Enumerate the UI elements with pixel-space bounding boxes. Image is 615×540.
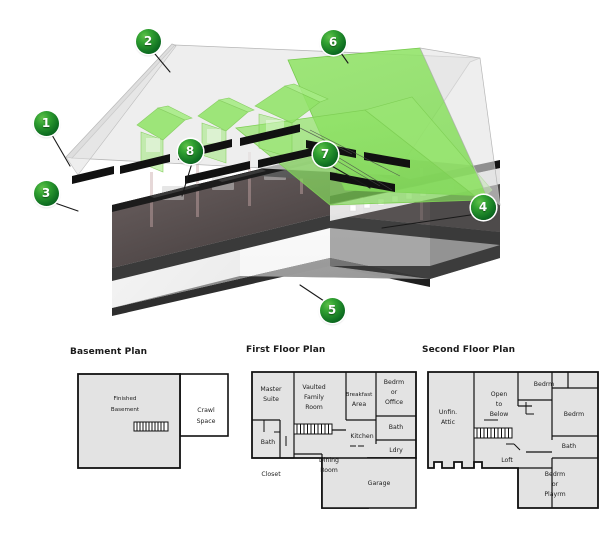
room-label: Closet xyxy=(261,471,281,478)
house-cutaway-3d: 1 2 3 4 5 6 7 8 xyxy=(33,28,501,323)
room-label: or xyxy=(552,481,559,488)
ghost-dormers xyxy=(136,83,329,173)
room-label: Attic xyxy=(441,419,456,426)
callout-marker-1[interactable]: 1 xyxy=(33,110,59,136)
room-label: Bath xyxy=(261,439,275,446)
first-floor-plan-title: First Floor Plan xyxy=(246,345,326,355)
roof-framing-beams xyxy=(72,124,410,192)
room-label: Open xyxy=(491,391,508,398)
second-floor-plan-title: Second Floor Plan xyxy=(422,345,516,355)
basement-plan-title: Basement Plan xyxy=(70,347,148,357)
room-label: Kitchen xyxy=(350,433,373,440)
basement-plan-panel: Basement Plan Finis xyxy=(70,347,230,477)
room-label: to xyxy=(496,401,502,408)
callout-marker-4[interactable]: 4 xyxy=(470,194,496,220)
callout-marker-7[interactable]: 7 xyxy=(312,141,338,167)
leader-line-3 xyxy=(54,202,79,212)
leader-line-2 xyxy=(154,53,171,73)
callout-marker-3[interactable]: 3 xyxy=(33,180,59,206)
room-label: Unfin. xyxy=(439,409,457,416)
room-label: Bath xyxy=(389,424,403,431)
room-label: Bedrm xyxy=(534,381,554,388)
room-label: Playrm xyxy=(544,491,565,498)
room-label: or xyxy=(391,389,398,396)
leader-line-6 xyxy=(340,52,349,64)
callout-marker-5[interactable]: 5 xyxy=(319,297,345,323)
room-label: Bedrm xyxy=(564,411,584,418)
first-floor-plan-panel: First Floor Plan xyxy=(246,345,426,510)
room-label: Family xyxy=(304,394,324,401)
roof-plane-gray-right xyxy=(419,47,501,206)
room-label: Master xyxy=(260,386,282,393)
leader-line-8 xyxy=(181,162,193,197)
room-label: Room xyxy=(320,467,338,474)
room-label: Finished xyxy=(114,396,137,402)
room-label: Room xyxy=(305,404,323,411)
room-label: Bath xyxy=(562,443,576,450)
second-floor-plan-panel: Second Floor Plan xyxy=(422,345,602,510)
room-label: Ldry xyxy=(389,447,403,454)
callout-marker-6[interactable]: 6 xyxy=(320,29,346,55)
stair-symbol xyxy=(133,421,169,432)
callout-marker-8[interactable]: 8 xyxy=(177,138,203,164)
room-label: Bedrm xyxy=(545,471,565,478)
room-label: Loft xyxy=(501,457,513,464)
house-3d-svg xyxy=(51,43,501,316)
room-label: Vaulted xyxy=(302,384,325,391)
room-label: Space xyxy=(197,418,216,425)
room-label: Garage xyxy=(368,480,391,487)
leader-line-5 xyxy=(299,284,328,304)
room-label: Area xyxy=(352,401,366,408)
room-label: Below xyxy=(490,411,509,418)
room-label: Breakfast xyxy=(346,392,373,398)
room-label: Suite xyxy=(263,396,279,403)
room-label: Basement xyxy=(111,407,140,413)
room-label: Crawl xyxy=(197,407,215,414)
marker-leader-lines xyxy=(51,52,478,304)
leader-line-1 xyxy=(51,134,71,167)
room-label: Bedrm xyxy=(384,379,404,386)
callout-marker-2[interactable]: 2 xyxy=(135,28,161,54)
leader-line-7 xyxy=(329,164,371,189)
room-label: Dining xyxy=(319,457,339,464)
stair-symbol xyxy=(473,427,513,439)
room-label: Office xyxy=(385,399,403,406)
leader-line-4 xyxy=(381,213,478,229)
stair-symbol xyxy=(293,423,333,435)
